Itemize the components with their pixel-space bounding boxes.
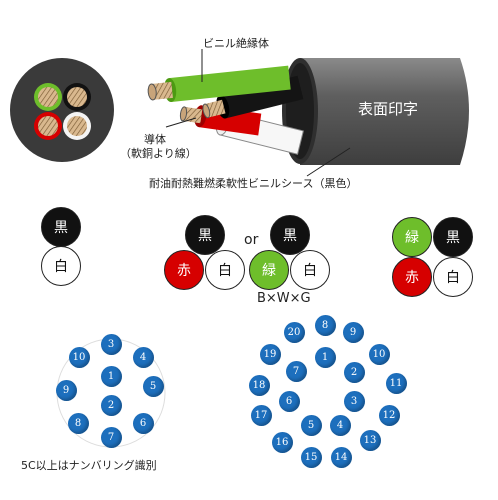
large-core-11: 11 — [385, 372, 407, 394]
sheath-label: 耐油耐熱難燃柔軟性ビニルシース（黒色） — [149, 177, 358, 190]
core-white: 白 — [290, 250, 330, 290]
large-core-6: 6 — [278, 390, 300, 412]
conductor-label: 導体 — [144, 133, 166, 146]
small-core-6: 6 — [132, 412, 154, 434]
large-core-18: 18 — [248, 374, 270, 396]
large-core-9: 9 — [342, 321, 364, 343]
surface-print-label: 表面印字 — [358, 100, 419, 118]
large-core-12: 12 — [378, 404, 400, 426]
large-core-20: 20 — [283, 321, 305, 343]
large-core-3: 3 — [343, 390, 365, 412]
large-core-2: 2 — [343, 361, 365, 383]
large-core-15: 15 — [300, 446, 322, 468]
numbering-note: 5C以上はナンバリング識別 — [21, 459, 157, 472]
insulation-label: ビニル絶縁体 — [203, 37, 269, 50]
core-black: 黒 — [41, 207, 81, 247]
large-core-5: 5 — [300, 414, 322, 436]
core-red: 赤 — [392, 257, 432, 297]
conductor-sub-label: （軟銅より線） — [120, 147, 197, 160]
large-core-10: 10 — [368, 343, 390, 365]
small-core-9: 9 — [55, 379, 77, 401]
core-black: 黒 — [433, 217, 473, 257]
cross-section — [10, 58, 114, 162]
large-core-4: 4 — [329, 414, 351, 436]
large-core-19: 19 — [259, 343, 281, 365]
large-core-17: 17 — [250, 404, 272, 426]
core-black: 黒 — [270, 215, 310, 255]
small-core-4: 4 — [132, 346, 154, 368]
small-core-10: 10 — [68, 346, 90, 368]
small-core-2: 2 — [100, 394, 122, 416]
large-core-8: 8 — [314, 314, 336, 336]
core-white: 白 — [205, 250, 245, 290]
core-white: 白 — [433, 257, 473, 297]
small-core-8: 8 — [67, 412, 89, 434]
large-core-16: 16 — [271, 431, 293, 453]
small-core-1: 1 — [100, 365, 122, 387]
core-green: 緑 — [392, 217, 432, 257]
or-text: or — [244, 232, 259, 248]
small-core-3: 3 — [100, 333, 122, 355]
core-green: 緑 — [249, 250, 289, 290]
combo-label: B×W×G — [257, 291, 311, 306]
large-core-14: 14 — [330, 446, 352, 468]
core-red: 赤 — [164, 250, 204, 290]
small-core-7: 7 — [100, 426, 122, 448]
large-core-1: 1 — [314, 346, 336, 368]
small-core-5: 5 — [142, 375, 164, 397]
large-core-13: 13 — [359, 429, 381, 451]
cable-cutaway — [147, 49, 469, 177]
large-core-7: 7 — [285, 360, 307, 382]
core-black: 黒 — [185, 215, 225, 255]
core-white: 白 — [41, 246, 81, 286]
